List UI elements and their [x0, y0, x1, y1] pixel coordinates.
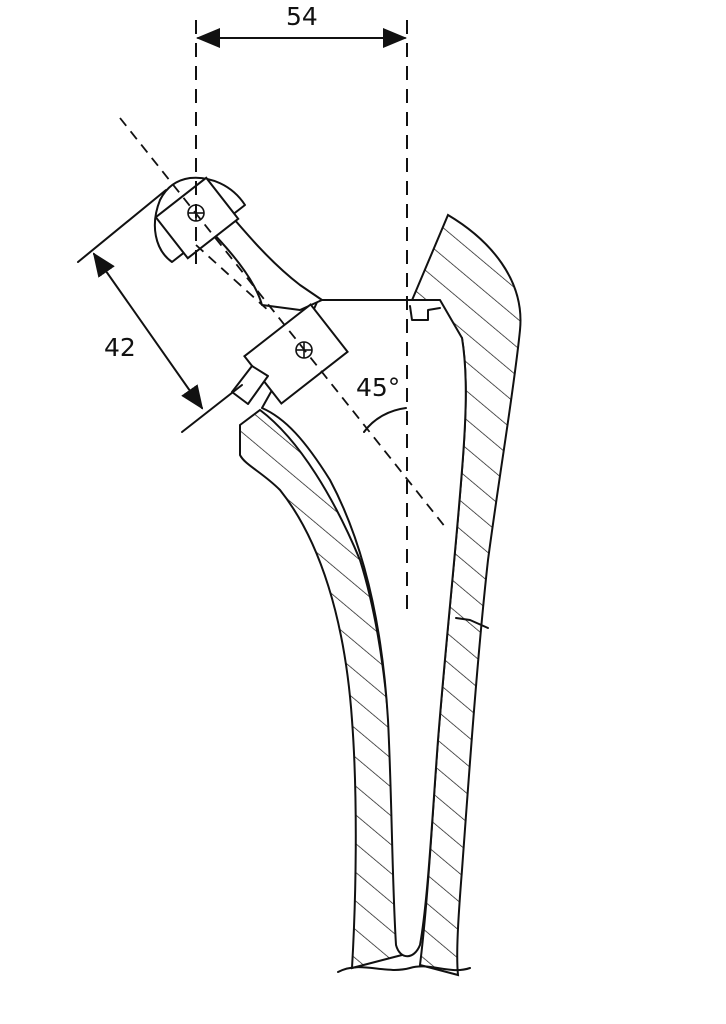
collar-plate: [231, 365, 269, 405]
neck-axis-dashed: [119, 117, 447, 529]
cortex-tick: [455, 617, 489, 629]
stem-shoulder-notch: [409, 305, 441, 321]
neck-length-extension-top: [77, 189, 167, 263]
angle-arc: [363, 407, 407, 433]
neck-length-dimension-line: [92, 252, 204, 410]
angle-label: 45°: [356, 373, 400, 402]
stem-neck: [204, 204, 323, 311]
neck-length-label: 42: [104, 333, 136, 362]
neck-length-extension-bottom: [181, 384, 243, 433]
bone-distal-end: [337, 965, 471, 973]
femoral-stem: [261, 299, 467, 958]
offset-label: 54: [286, 2, 318, 31]
